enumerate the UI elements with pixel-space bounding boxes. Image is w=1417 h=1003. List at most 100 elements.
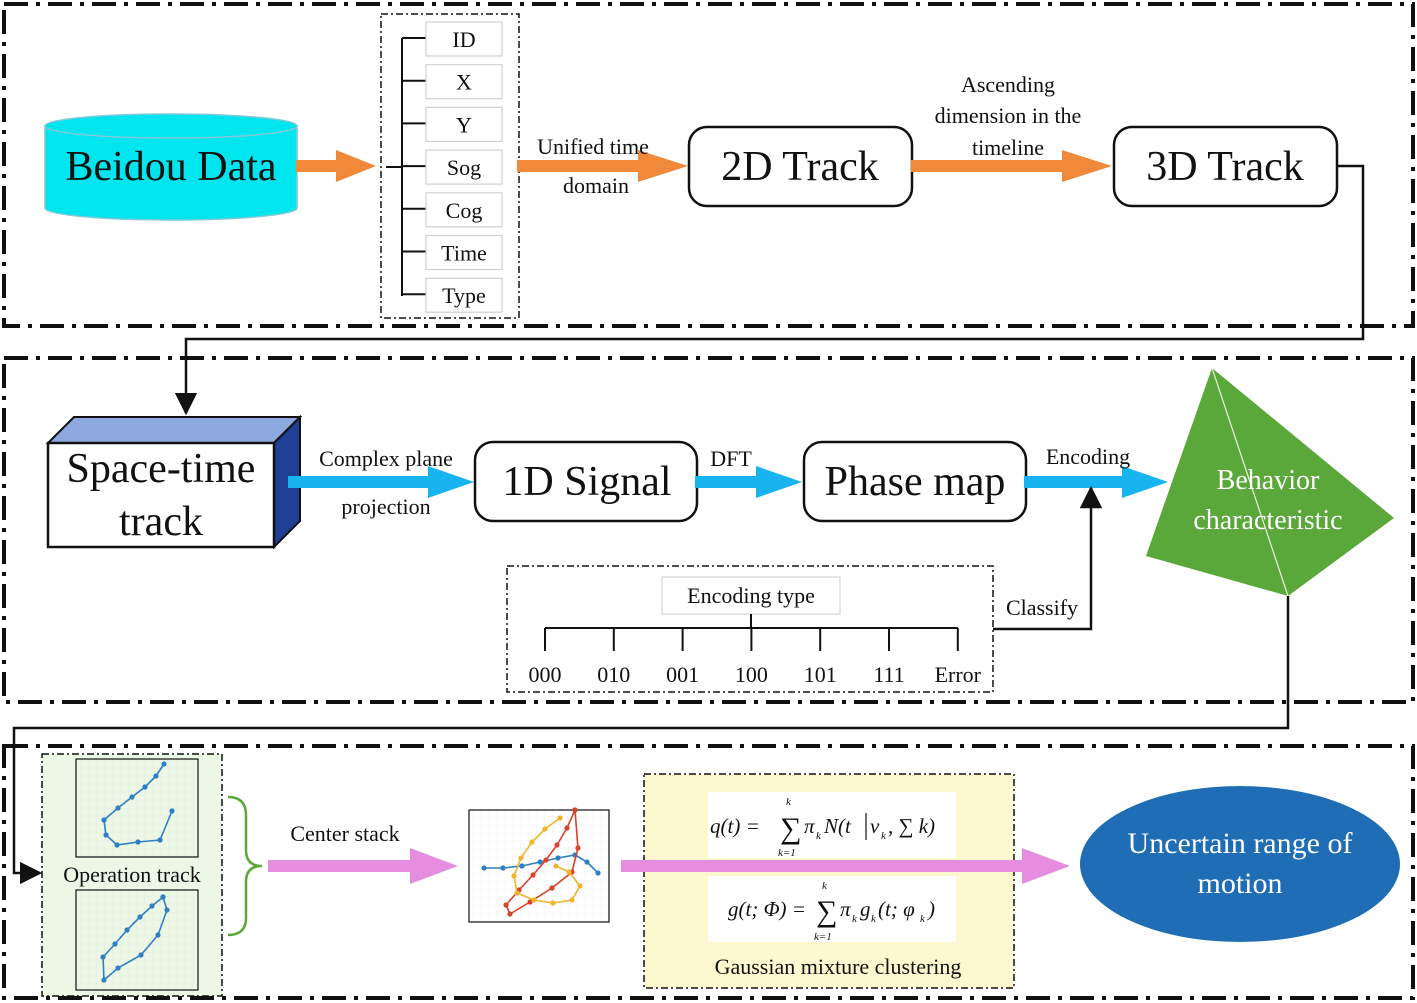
behavior-characteristic-pyramid: Behavior characteristic bbox=[1146, 367, 1394, 597]
center-stack-label: Center stack bbox=[290, 821, 399, 846]
field-item: Time bbox=[402, 234, 503, 271]
arrow-unified-time bbox=[517, 150, 688, 182]
operation-brace bbox=[227, 795, 263, 937]
section-frame-middle bbox=[2, 356, 1415, 704]
arrow-beidou-to-fields bbox=[296, 150, 376, 182]
svg-text:k: k bbox=[920, 913, 926, 925]
field-item: Cog bbox=[402, 192, 503, 228]
formula-2-box bbox=[708, 876, 956, 942]
ascending-label-1: Ascending bbox=[961, 72, 1055, 97]
encoding-code-label: Error bbox=[935, 662, 982, 687]
svg-text:k: k bbox=[871, 913, 877, 925]
behavior-label-2: characteristic bbox=[1193, 505, 1342, 536]
beidou-data-cylinder: Beidou Data bbox=[44, 113, 298, 221]
uncertain-range-label-1: Uncertain range of bbox=[1128, 827, 1353, 860]
classify-label: Classify bbox=[1006, 595, 1078, 620]
encoding-code: 111 bbox=[873, 628, 905, 687]
field-label: Type bbox=[442, 283, 486, 308]
svg-text:k: k bbox=[852, 913, 858, 925]
field-label: Time bbox=[441, 241, 487, 266]
svg-text:k: k bbox=[786, 796, 792, 808]
operation-track-label: Operation track bbox=[63, 862, 200, 887]
field-label: Sog bbox=[447, 155, 481, 180]
uncertain-range-label-2: motion bbox=[1197, 867, 1282, 900]
svg-text:π: π bbox=[840, 897, 851, 921]
svg-text:v: v bbox=[870, 814, 880, 838]
svg-text:g: g bbox=[860, 897, 871, 921]
complex-plane-label-2: projection bbox=[341, 494, 430, 519]
field-item: Sog bbox=[402, 149, 503, 185]
svg-text:, ∑ k): , ∑ k) bbox=[888, 814, 935, 838]
svg-text:k: k bbox=[822, 880, 828, 892]
space-time-label-2: track bbox=[119, 499, 203, 545]
uncertain-range-ellipse bbox=[1080, 786, 1400, 942]
field-item: X bbox=[402, 64, 503, 100]
operation-track-plot-2 bbox=[75, 889, 199, 991]
svg-text:k: k bbox=[816, 830, 822, 842]
arrow-dft bbox=[695, 466, 802, 498]
connector-behavior-to-operation bbox=[12, 596, 1290, 885]
arrow-ascending bbox=[911, 150, 1112, 182]
svg-text:∑: ∑ bbox=[780, 812, 801, 845]
operation-track-line-2 bbox=[100, 894, 170, 983]
formula-q: q(t) = ∑ k k=1 π k N(t v k , ∑ k) bbox=[710, 796, 935, 859]
encoding-code-label: 101 bbox=[804, 662, 837, 687]
field-item: Type bbox=[402, 277, 503, 313]
encoding-label: Encoding bbox=[1046, 444, 1130, 469]
behavior-label-1: Behavior bbox=[1217, 465, 1320, 496]
node-phase-map-label: Phase map bbox=[825, 459, 1006, 505]
encoding-code-label: 100 bbox=[735, 662, 768, 687]
unified-time-label-1: Unified time bbox=[537, 134, 649, 159]
node-3d-track-label: 3D Track bbox=[1146, 144, 1304, 190]
encoding-type-title-box bbox=[661, 576, 841, 615]
arrow-gmm bbox=[621, 848, 1070, 884]
encoding-code-label: 001 bbox=[666, 662, 699, 687]
svg-text:k=1: k=1 bbox=[814, 931, 832, 943]
field-label: Y bbox=[456, 112, 472, 137]
svg-text:π: π bbox=[804, 814, 815, 838]
field-label: X bbox=[456, 70, 472, 95]
encoding-code-list: 000 010 001 100 101 111 Error bbox=[529, 628, 982, 687]
operation-track-line-1 bbox=[101, 761, 175, 848]
encoding-code: 001 bbox=[666, 628, 699, 687]
connector-classify bbox=[993, 485, 1103, 631]
svg-text:N(t: N(t bbox=[823, 814, 852, 838]
encoding-code: 100 bbox=[735, 628, 768, 687]
encoding-code: Error bbox=[935, 628, 982, 687]
svg-text:q(t) =: q(t) = bbox=[710, 814, 760, 838]
svg-text:(t; φ: (t; φ bbox=[878, 897, 915, 921]
field-label: ID bbox=[452, 27, 475, 52]
formula-g: g(t; Φ) = ∑ k k=1 π k g k (t; φ k ) bbox=[728, 880, 935, 943]
encoding-code-label: 111 bbox=[873, 662, 904, 687]
section-frame-top bbox=[2, 2, 1415, 328]
svg-text:k=1: k=1 bbox=[778, 847, 796, 859]
ascending-label-2: dimension in the bbox=[935, 103, 1082, 128]
field-item: Y bbox=[402, 106, 503, 143]
arrow-complex-plane bbox=[288, 466, 474, 498]
field-label: Cog bbox=[446, 198, 483, 223]
space-time-track-box: Space-time track bbox=[45, 414, 303, 550]
complex-plane-label-1: Complex plane bbox=[319, 446, 453, 471]
svg-text:g(t; Φ) =: g(t; Φ) = bbox=[728, 897, 806, 921]
center-stack-lines bbox=[481, 807, 601, 917]
svg-text:): ) bbox=[927, 897, 935, 921]
encoding-type-title: Encoding type bbox=[687, 583, 815, 608]
gmm-label: Gaussian mixture clustering bbox=[715, 954, 962, 979]
encoding-code-label: 000 bbox=[529, 662, 562, 687]
encoding-code: 010 bbox=[597, 628, 630, 687]
section-frame-bottom bbox=[2, 744, 1415, 1000]
arrow-encoding bbox=[1024, 466, 1168, 498]
svg-text:k: k bbox=[881, 830, 887, 842]
field-item: ID bbox=[402, 21, 503, 57]
formula-1-box bbox=[708, 792, 956, 858]
beidou-data-label: Beidou Data bbox=[65, 144, 276, 190]
space-time-label-1: Space-time bbox=[67, 446, 256, 492]
encoding-code-label: 010 bbox=[597, 662, 630, 687]
arrow-center-stack bbox=[268, 848, 458, 884]
center-stack-plot bbox=[468, 809, 610, 923]
svg-text:∑: ∑ bbox=[816, 895, 837, 928]
dft-label: DFT bbox=[710, 446, 752, 471]
encoding-code: 000 bbox=[529, 628, 562, 687]
